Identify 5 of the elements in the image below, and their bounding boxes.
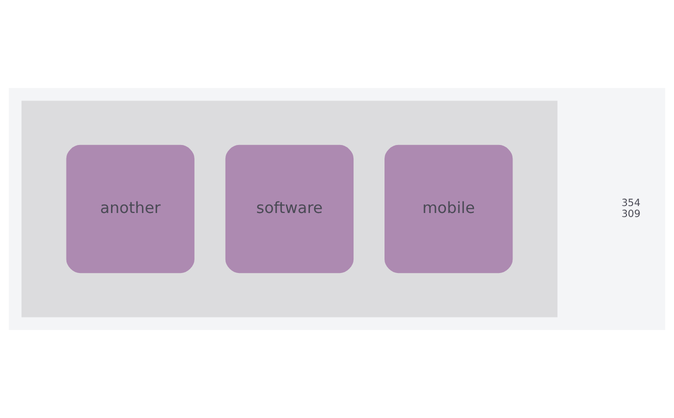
node-box: mobile <box>384 144 513 274</box>
node-box: another <box>66 144 194 274</box>
cluster <box>22 100 558 318</box>
label: 354 309 <box>621 198 640 220</box>
node-box: software <box>225 144 354 274</box>
